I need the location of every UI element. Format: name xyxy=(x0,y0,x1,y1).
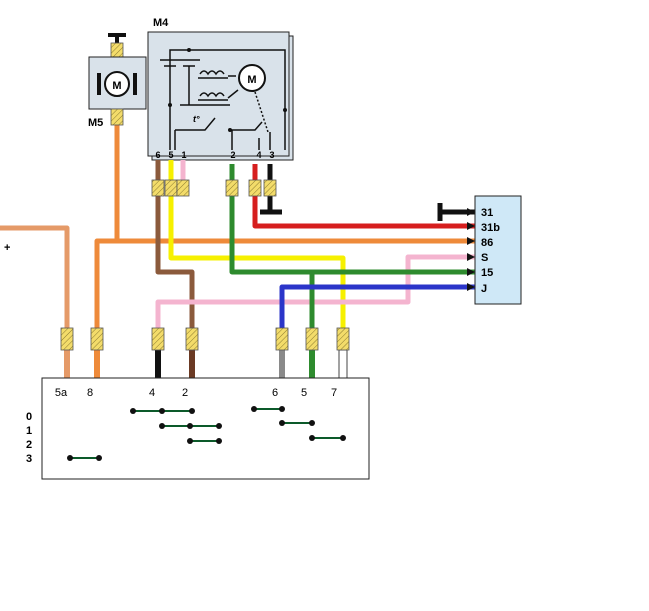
svg-text:t°: t° xyxy=(193,114,200,124)
m5-label: M5 xyxy=(88,117,103,129)
m4-pin-1: 1 xyxy=(181,150,186,160)
switch-position-1: 1 xyxy=(26,425,32,437)
switch-pin-4: 4 xyxy=(149,387,155,399)
steering-column-switch: 5a 8 4 2 6 5 7 xyxy=(41,377,370,480)
wire-yellow xyxy=(168,196,346,330)
wire-brown xyxy=(155,196,195,330)
relay-terminal-31: 31 xyxy=(481,207,493,219)
switch-pin-7: 7 xyxy=(331,387,337,399)
m4-pin-6: 6 xyxy=(155,150,160,160)
wire-green xyxy=(229,164,475,275)
m4-pin-5: 5 xyxy=(168,150,173,160)
supply-plus-sign: + xyxy=(4,242,10,254)
wiper-motor-m4: M t° 6 5 1 2 4 3 xyxy=(147,31,294,161)
switch-connectors xyxy=(60,327,350,351)
washer-motor-m5: M xyxy=(88,33,147,126)
m4-label: M4 xyxy=(153,17,169,29)
switch-position-3: 3 xyxy=(26,453,32,465)
m4-pin-2: 2 xyxy=(230,150,235,160)
switch-pin-8: 8 xyxy=(87,387,93,399)
m4-pin-3: 3 xyxy=(269,150,274,160)
relay-terminal-31b: 31b xyxy=(481,222,500,234)
m4-pin-4: 4 xyxy=(256,150,261,160)
wire-blue xyxy=(279,284,475,330)
switch-pin-5: 5 xyxy=(301,387,307,399)
relay-terminal-s: S xyxy=(481,252,488,264)
switch-pin-2: 2 xyxy=(182,387,188,399)
relay-terminal-86: 86 xyxy=(481,237,493,249)
switch-pin-5a: 5a xyxy=(55,387,68,399)
switch-position-0: 0 xyxy=(26,411,32,423)
m4-motor-symbol: M xyxy=(247,74,256,86)
wire-supply-plus xyxy=(0,225,70,330)
relay-block: 31 31b 86 S 15 J xyxy=(467,195,522,305)
wire-orange-switch-8 xyxy=(94,238,117,330)
relay-terminal-15: 15 xyxy=(481,267,493,279)
switch-position-2: 2 xyxy=(26,439,32,451)
relay-terminal-j: J xyxy=(481,283,487,295)
m4-connectors xyxy=(151,179,277,197)
switch-pin-6: 6 xyxy=(272,387,278,399)
wire-pink xyxy=(155,254,475,330)
m5-motor-symbol: M xyxy=(112,80,121,92)
